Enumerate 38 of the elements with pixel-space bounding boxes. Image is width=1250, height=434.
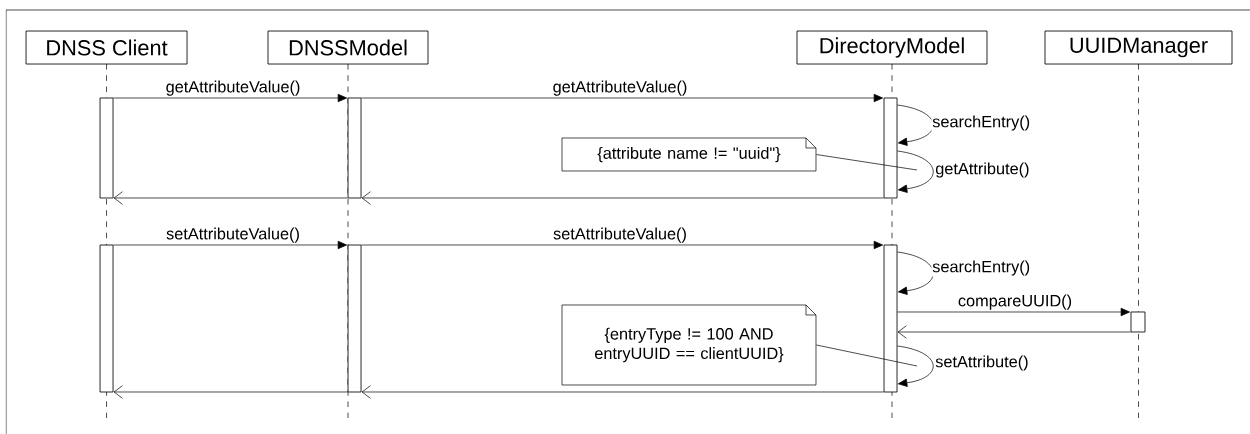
edge-label: searchEntry() — [931, 259, 1031, 277]
edge-label: searchEntry() — [931, 114, 1031, 132]
message-arrow — [361, 240, 884, 250]
return-arrow — [113, 385, 348, 399]
lifeline-head-box: DirectoryModel — [796, 30, 988, 65]
edge-label: compareUUID() — [957, 293, 1073, 311]
note-box: {entryType != 100 AND entryUUID == clientUUID} — [561, 304, 817, 386]
edge-label: setAttributeValue() — [165, 226, 301, 244]
activation-bar — [1130, 311, 1146, 333]
message-arrow — [897, 307, 1131, 317]
activation-bar — [883, 97, 898, 199]
lifeline-head-box: DNSS Client — [25, 30, 188, 65]
lifeline-head-box: UUIDManager — [1044, 30, 1233, 65]
activation-bar — [99, 244, 114, 393]
activation-bar — [883, 244, 898, 393]
note-box: {attribute name != "uuid"} — [561, 137, 817, 172]
return-arrow — [361, 385, 884, 399]
activation-bar — [347, 97, 362, 199]
message-arrow — [361, 93, 884, 103]
edge-label: setAttributeValue() — [552, 226, 688, 244]
return-arrow — [361, 191, 884, 205]
message-arrow — [113, 93, 348, 103]
activation-bar — [347, 244, 362, 393]
self-call-arrow — [897, 251, 934, 295]
edge-label: getAttributeValue() — [551, 79, 689, 97]
message-arrow — [113, 240, 348, 250]
return-arrow — [113, 191, 348, 205]
edge-label: getAttributeValue() — [164, 79, 302, 97]
leader-line — [816, 154, 918, 171]
lifeline-head-box: DNSSModel — [267, 30, 429, 65]
self-call-arrow — [897, 104, 934, 146]
activation-bar — [99, 97, 114, 199]
return-arrow — [897, 325, 1131, 339]
edge-label: setAttribute() — [934, 354, 1030, 372]
edge-label: getAttribute() — [934, 161, 1031, 179]
self-call-arrow — [897, 150, 934, 193]
self-call-arrow — [897, 345, 934, 387]
leader-line — [816, 344, 918, 367]
